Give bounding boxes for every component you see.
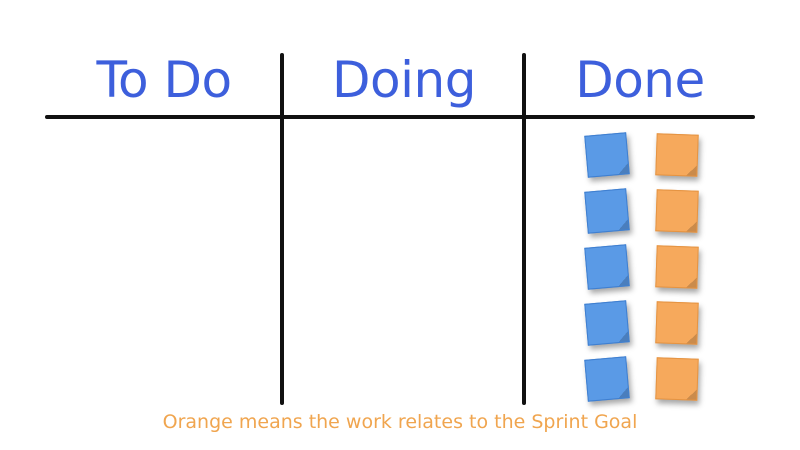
sticky-note-orange	[655, 189, 699, 233]
column-heading-to-do: To Do	[96, 51, 232, 109]
legend-caption: Orange means the work relates to the Spr…	[162, 411, 638, 433]
sticky-note-blue	[584, 188, 630, 234]
sticky-note-blue	[584, 244, 630, 290]
column-heading-doing: Doing	[332, 51, 476, 109]
sticky-note-blue	[584, 356, 630, 402]
sticky-note-blue	[584, 300, 630, 346]
sticky-note-orange	[655, 133, 699, 177]
sticky-note-orange	[655, 357, 699, 401]
header-divider-line	[45, 115, 755, 119]
sticky-note-orange	[655, 245, 699, 289]
column-heading-done: Done	[575, 51, 705, 109]
column-divider-todo-doing	[280, 53, 284, 405]
column-divider-doing-done	[522, 53, 526, 405]
sticky-note-blue	[584, 132, 630, 178]
sticky-note-orange	[655, 301, 699, 345]
